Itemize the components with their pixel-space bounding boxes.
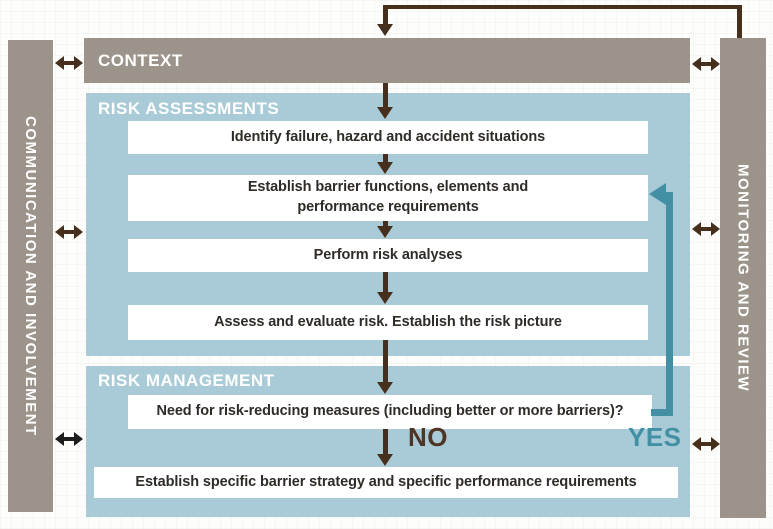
yes-branch-label: YES [628,422,682,452]
flow-arrow-assess-to-decision [377,340,394,394]
bidirectional-arrow-communication-assessments [55,225,83,239]
left-arrow-icon [692,437,701,451]
step-text: performance requirements [297,199,479,215]
left-arrow-icon [692,57,701,71]
down-arrow-icon [377,24,393,36]
bidirectional-arrow-communication-management [55,432,83,446]
communication-involvement-bar: COMMUNICATION AND INVOLVEMENT [8,40,53,512]
down-arrow-icon [377,107,393,119]
loop-connector-line [737,5,742,38]
left-arrow-icon [55,432,64,446]
no-branch-label: NO [408,422,448,452]
bidirectional-arrow-communication-context [55,56,83,70]
step-establish-barrier-functions: Establish barrier functions, elements an… [128,175,648,221]
step-assess-evaluate-risk: Assess and evaluate risk. Establish the … [128,305,648,340]
step-identify-situations: Identify failure, hazard and accident si… [128,121,648,154]
step-perform-risk-analyses: Perform risk analyses [128,239,648,272]
right-arrow-icon [74,432,83,446]
down-arrow-icon [377,454,393,466]
yes-feedback-line [651,409,673,416]
step-text: Perform risk analyses [313,246,463,263]
step-text: Establish specific barrier strategy and … [135,473,637,490]
left-arrow-icon [55,225,64,239]
decision-text: Need for risk-reducing measures (includi… [156,403,624,420]
right-arrow-icon [711,57,720,71]
down-arrow-icon [377,382,393,394]
step-establish-barrier-strategy: Establish specific barrier strategy and … [94,467,678,498]
decision-risk-reducing-measures: Need for risk-reducing measures (includi… [128,395,652,429]
bidirectional-arrow-monitoring-assessments [692,222,720,236]
left-arrow-icon [55,56,64,70]
context-bar: CONTEXT [84,38,690,83]
right-arrow-icon [74,56,83,70]
right-arrow-icon [711,222,720,236]
risk-assessments-panel: RISK ASSESSMENTS Identify failure, hazar… [86,93,690,356]
left-arrow-icon [649,183,666,205]
flow-arrow-establish-to-perform [377,221,394,238]
context-label: CONTEXT [98,51,183,70]
left-arrow-icon [692,222,701,236]
down-arrow-icon [377,162,393,174]
bidirectional-arrow-monitoring-management [692,437,720,451]
flow-arrow-identify-to-establish [377,154,394,174]
down-arrow-icon [377,292,393,304]
bidirectional-arrow-monitoring-context [692,57,720,71]
monitoring-review-label: MONITORING AND REVIEW [734,163,752,393]
risk-assessments-title: RISK ASSESSMENTS [98,99,280,118]
step-text: Establish barrier functions, elements an… [247,179,529,196]
step-text: Assess and evaluate risk. Establish the … [214,313,562,330]
monitoring-review-bar: MONITORING AND REVIEW [720,38,766,518]
yes-feedback-line [666,192,673,415]
risk-management-title: RISK MANAGEMENT [98,371,275,390]
down-arrow-icon [377,226,393,238]
communication-involvement-label: COMMUNICATION AND INVOLVEMENT [22,115,39,437]
loop-connector-line [383,5,388,25]
flow-arrow-no-to-strategy [377,429,394,466]
right-arrow-icon [74,225,83,239]
loop-connector-line [385,5,742,9]
flow-arrow-perform-to-assess [377,272,394,304]
right-arrow-icon [711,437,720,451]
step-text: Identify failure, hazard and accident si… [230,128,546,145]
flow-arrow-context-to-identify [377,83,394,119]
